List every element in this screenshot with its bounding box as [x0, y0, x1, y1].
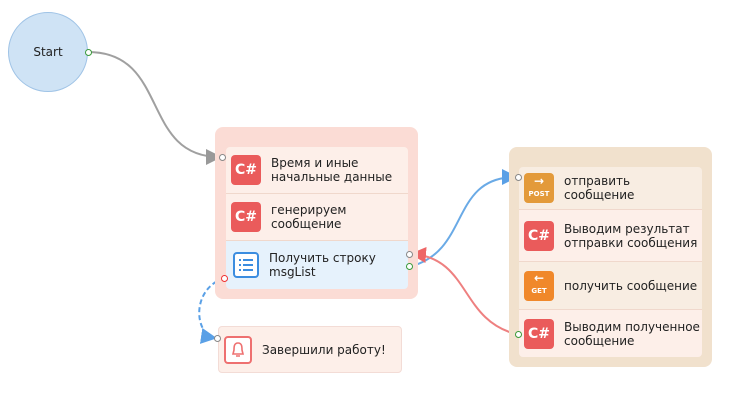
start-output-port[interactable]: [85, 49, 92, 56]
node-label: Время и иные начальные данные: [271, 156, 393, 184]
list-input-port[interactable]: [406, 251, 413, 258]
group2-output-port[interactable]: [515, 331, 522, 338]
group2-input-port[interactable]: [515, 174, 522, 181]
post-icon: →POST: [524, 173, 554, 203]
node-label: Выводим результат отправки сообщения: [564, 221, 698, 250]
edge-list-to-post: [411, 169, 518, 267]
csharp-icon: C#: [524, 318, 554, 349]
list-icon: [233, 252, 259, 278]
node-time-data[interactable]: C# Время и иные начальные данные: [226, 147, 408, 194]
list-error-port[interactable]: [221, 275, 228, 282]
node-get-message[interactable]: ←GET получить сообщение: [519, 262, 702, 310]
edge-output-to-list: [410, 246, 517, 335]
node-get-string[interactable]: Получить строку msgList: [226, 241, 408, 289]
node-label: генерируем сообщение: [271, 203, 347, 231]
node-send-message[interactable]: →POST отправить сообщение: [519, 167, 702, 210]
group1-input-port[interactable]: [219, 154, 226, 161]
csharp-icon: C#: [231, 202, 261, 232]
node-output-received[interactable]: C# Выводим полученное сообщение: [519, 310, 702, 357]
node-label: Завершили работу!: [262, 342, 386, 357]
node-generate-message[interactable]: C# генерируем сообщение: [226, 194, 408, 241]
node-label: получить сообщение: [564, 278, 698, 293]
node-end[interactable]: Завершили работу!: [218, 326, 402, 373]
node-output-send-result[interactable]: C# Выводим результат отправки сообщения: [519, 210, 702, 262]
csharp-icon: C#: [231, 155, 261, 185]
bell-icon: [224, 335, 252, 364]
node-label: Выводим полученное сообщение: [564, 319, 700, 348]
csharp-icon: C#: [524, 220, 554, 251]
start-label: Start: [33, 45, 63, 59]
get-icon: ←GET: [524, 270, 554, 301]
end-input-port[interactable]: [214, 335, 221, 342]
node-label: отправить сообщение: [564, 174, 635, 202]
node-label: Получить строку msgList: [269, 251, 376, 279]
edge-list-to-end: [198, 277, 225, 344]
edge-start-to-group1: [87, 51, 222, 165]
start-node[interactable]: Start: [8, 12, 88, 92]
list-output-port[interactable]: [406, 263, 413, 270]
